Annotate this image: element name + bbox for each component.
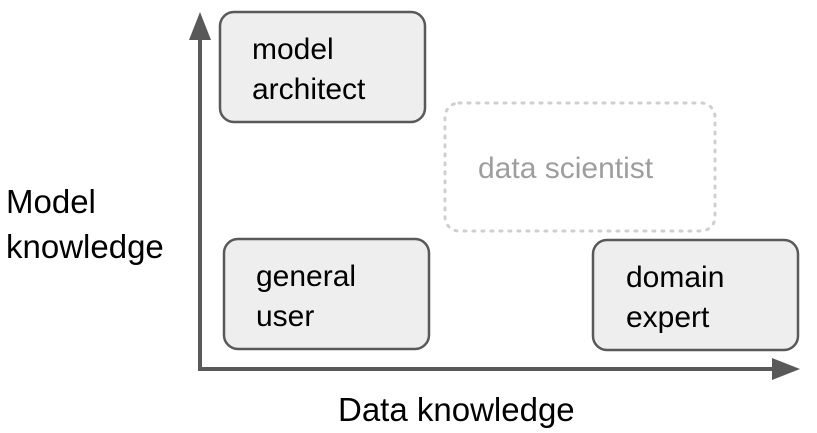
domain-expert-label: domain expert bbox=[626, 261, 733, 334]
x-axis-arrowhead bbox=[772, 358, 800, 380]
model-architect-label: model architect bbox=[252, 33, 366, 106]
data-scientist-box: data scientist bbox=[443, 101, 717, 233]
domain-expert-box: domain expert bbox=[591, 238, 800, 352]
general-user-box: general user bbox=[222, 237, 431, 351]
data-scientist-label: data scientist bbox=[478, 152, 654, 185]
axes bbox=[189, 12, 800, 380]
x-axis-label: Data knowledge bbox=[338, 391, 575, 428]
y-axis-label: Model knowledge bbox=[6, 183, 164, 265]
y-axis-arrowhead bbox=[189, 12, 211, 40]
model-architect-box-frame bbox=[218, 10, 427, 124]
general-user-label: general user bbox=[256, 260, 364, 333]
data-scientist-box-frame bbox=[443, 101, 717, 233]
model-architect-box: model architect bbox=[218, 10, 427, 124]
general-user-box-frame bbox=[222, 237, 431, 351]
domain-expert-box-frame bbox=[591, 238, 800, 352]
